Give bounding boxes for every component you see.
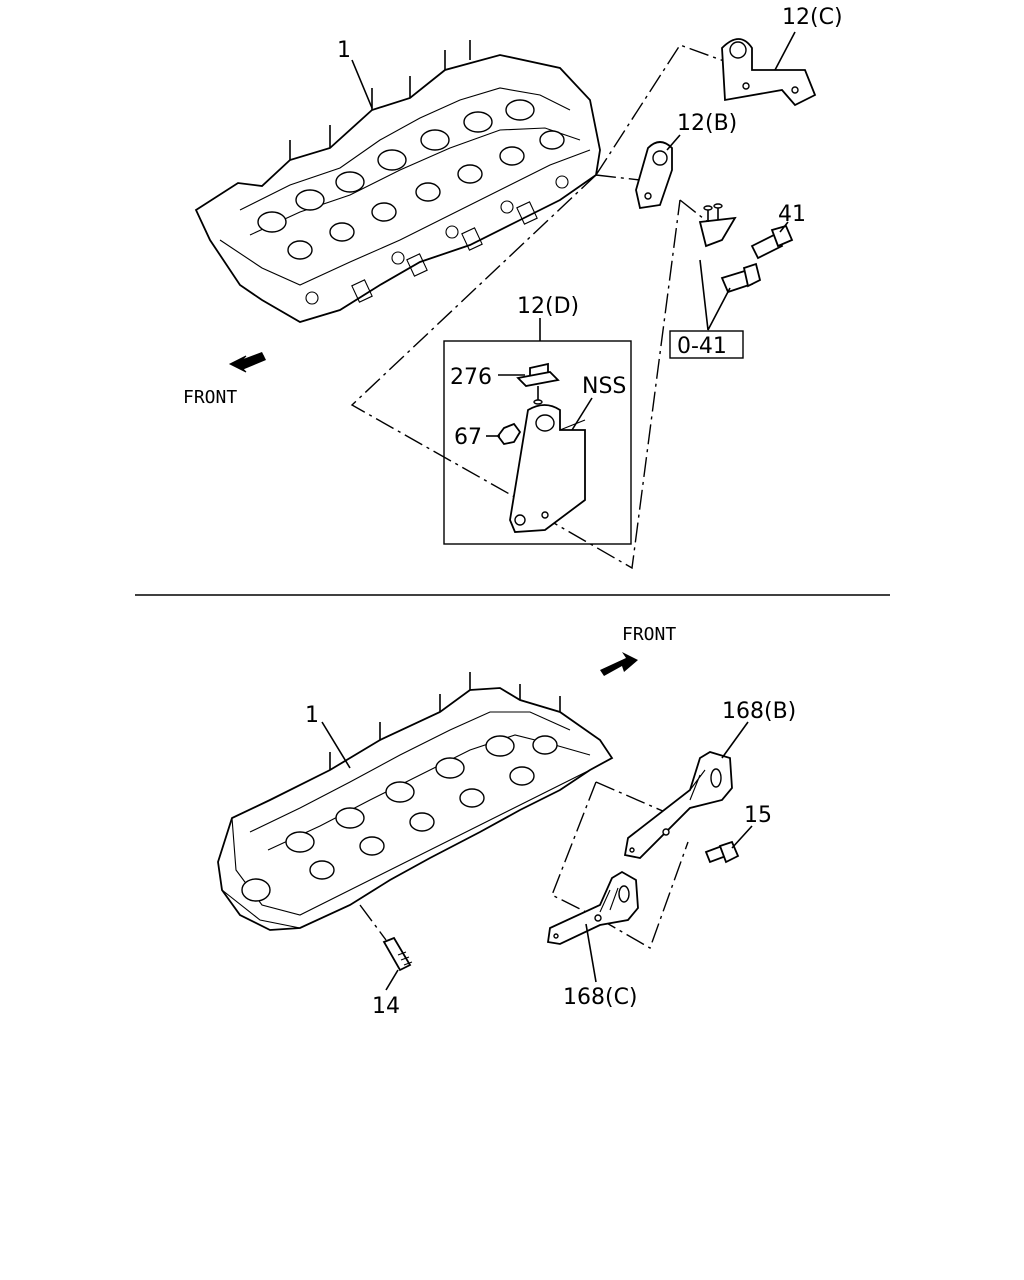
label-top-head: 1 [337, 38, 351, 63]
bracket-12b [635, 141, 673, 210]
label-168c: 168(C) [563, 985, 638, 1010]
front-arrow-top-icon [228, 352, 266, 373]
bolt-15 [704, 840, 740, 864]
label-67: 67 [454, 425, 482, 450]
label-front-top: FRONT [183, 387, 237, 408]
label-nss: NSS [582, 374, 626, 399]
label-41: 41 [778, 202, 806, 227]
bracket-12c [721, 38, 817, 107]
leader-15 [731, 825, 753, 849]
cylinder-head-bottom [217, 672, 614, 931]
label-14: 14 [372, 994, 400, 1019]
bolt-41 [750, 224, 794, 260]
bracket-168c [546, 870, 639, 945]
label-12b: 12(B) [677, 111, 737, 136]
nut-67 [496, 422, 522, 445]
bracket-168b [623, 751, 733, 859]
leader-0-41 [699, 259, 731, 331]
leader-12c [774, 31, 796, 71]
label-bottom-head: 1 [305, 703, 319, 728]
leader-14 [359, 904, 387, 941]
leader-168c [585, 923, 597, 983]
label-front-bottom: FRONT [622, 624, 676, 645]
label-15: 15 [744, 803, 772, 828]
front-arrow-bottom-icon [600, 652, 638, 676]
bolt-0-41 [720, 262, 762, 294]
stud-14 [382, 936, 413, 972]
leader-41 [779, 221, 789, 233]
leader-12b [666, 134, 681, 151]
leader-14-label [385, 969, 399, 991]
leader-168b [721, 721, 749, 759]
cylinder-head-top [194, 40, 601, 323]
label-168b: 168(B) [722, 699, 796, 724]
leader-top-head [351, 59, 373, 109]
label-276: 276 [450, 365, 492, 390]
bracket-nss [509, 404, 586, 533]
leader-nss [571, 397, 593, 431]
box-12d [443, 340, 632, 545]
label-0-41: 0-41 [677, 334, 727, 359]
leader-bottom-head [321, 721, 351, 769]
label-12d: 12(D) [517, 294, 579, 319]
pin-bracket [698, 203, 737, 248]
dashdot-lines-bottom [551, 781, 689, 950]
box-0-41 [669, 330, 744, 359]
label-12c: 12(C) [782, 5, 843, 30]
stud-276 [516, 362, 560, 405]
